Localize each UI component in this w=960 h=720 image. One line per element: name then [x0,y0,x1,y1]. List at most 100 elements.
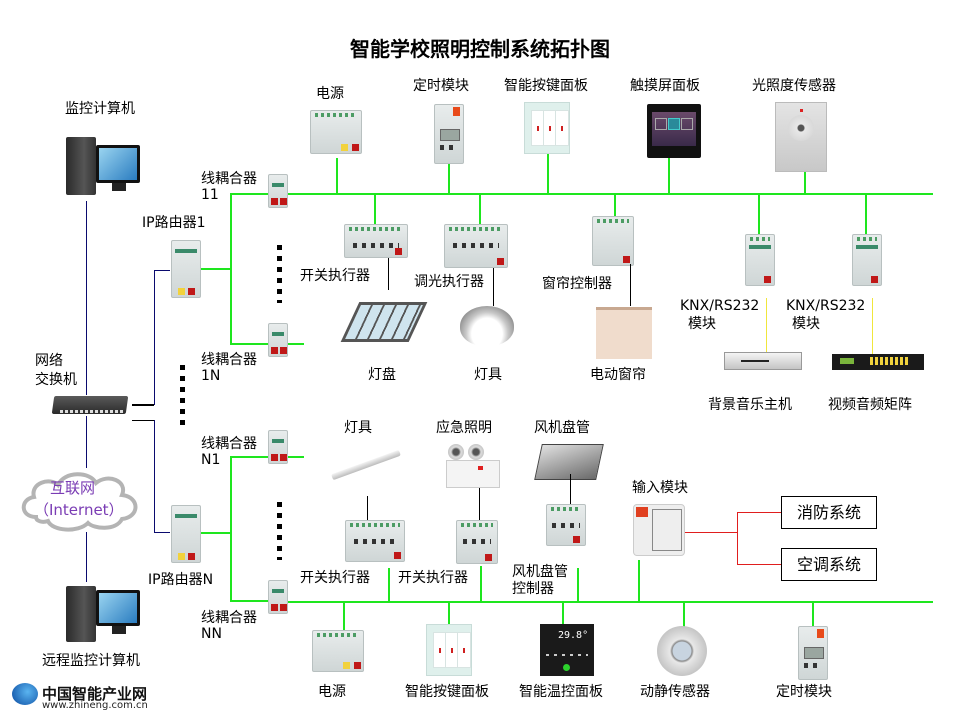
knx-backbone-n [230,456,232,601]
ip-router-1-label: IP路由器1 [142,215,206,231]
coupler-nn-device [268,580,288,614]
downlight-label: 灯具 [474,367,502,383]
touch-panel-device [647,104,701,158]
fan-coil-icon [534,444,604,480]
dimming-actuator-label: 调光执行器 [414,274,484,290]
fan-coil-label: 风机盘管 [534,420,590,436]
curtain-controller-device [592,216,634,266]
rs232-line-b [872,298,873,354]
logo-name: 中国智能产业网 [42,685,148,703]
router-ellipsis [180,365,185,425]
ip-router-1-device [171,240,201,298]
input-module-label: 输入模块 [632,480,688,496]
dry-contact-line [685,532,737,533]
av-matrix-label: 视频音频矩阵 [828,397,912,413]
network-switch-label-line1: 网络 [35,353,63,369]
ethernet-line-router1 [154,270,155,405]
bg-music-host-label: 背景音乐主机 [708,397,792,413]
fan-coil-controller-label: 风机盘管 控制器 [512,564,568,598]
motor-curtain-label: 电动窗帘 [590,367,646,383]
thermostat-panel-label: 智能温控面板 [519,684,603,700]
av-matrix-icon [832,354,924,370]
bg-music-host-icon [724,352,802,370]
dimming-actuator-device [444,224,508,268]
coupler-1n-label: 线耦合器 1N [201,352,257,384]
coupler-11-label: 线耦合器 11 [201,171,257,203]
fan-coil-controller-label-line1: 风机盘管 [512,564,568,580]
smart-key-panel-device-1 [524,102,570,154]
motion-sensor-device [657,626,707,676]
coupler-nn-id: NN [201,626,222,642]
ethernet-line-remote [86,532,87,582]
emergency-light-label: 应急照明 [436,420,492,436]
thermostat-panel-device: 29.8° [540,624,594,676]
ac-system-box: 空调系统 [781,548,877,581]
coupler-1n-device [268,323,288,357]
tube-lamp-icon [331,449,401,481]
knx-bus-line-nn [288,601,933,603]
fan-coil-controller-label-line2: 控制器 [512,581,554,597]
remote-pc-icon [66,582,144,644]
ip-router-n-label: IP路由器N [148,572,214,588]
motor-curtain-icon [596,307,652,359]
coupler-ellipsis-1 [277,245,282,303]
coupler-11-device [268,174,288,208]
coupler-11-name: 线耦合器 [201,171,257,187]
monitor-pc-label: 监控计算机 [65,101,135,117]
ethernet-line-monitor [86,201,87,395]
timer-module-device-1 [434,104,464,164]
thermostat-display: 29.8° [558,630,589,641]
smart-key-panel-label-1: 智能按键面板 [504,78,588,94]
switch-port-n [132,420,154,421]
coupler-n1-name: 线耦合器 [201,436,257,452]
lux-sensor-device [775,102,827,172]
knx-rs232-label-b: KNX/RS232 [786,298,866,314]
coupler-1n-name: 线耦合器 [201,352,257,368]
zhineng-logo-icon [12,683,38,705]
touch-panel-label: 触摸屏面板 [630,78,700,94]
network-switch-label-line2: 交换机 [35,372,77,388]
motion-sensor-label: 动静传感器 [640,684,710,700]
internet-cloud-icon [21,472,138,532]
remote-pc-label: 远程监控计算机 [42,653,140,669]
logo-url: www.zhineng.com.cn [42,700,148,711]
monitor-pc-icon [66,133,144,195]
switch-actuator-label-n-b: 开关执行器 [398,570,468,586]
ethernet-line-routern [154,420,155,532]
switch-actuator-device-n-b [456,520,498,564]
coupler-11-id: 11 [201,187,219,203]
downlight-icon [460,306,514,346]
curtain-controller-label: 窗帘控制器 [542,276,612,292]
switch-actuator-label-1: 开关执行器 [300,268,370,284]
power-supply-device-2 [312,630,364,672]
power-supply-device-1 [310,110,362,154]
coupler-1n-id: 1N [201,368,221,384]
knx-rs232-sub-a: 模块 [688,316,716,332]
switch-port-1 [132,404,154,406]
smart-key-panel-label-2: 智能按键面板 [405,684,489,700]
knx-rs232-device-b [852,234,882,286]
internet-label-en: （Internet） [34,501,124,519]
ip-router-n-device [171,505,201,563]
rs232-line-a [766,298,767,352]
knx-rs232-sub-b: 模块 [792,316,820,332]
fan-coil-controller-device [546,504,586,546]
coupler-nn-name: 线耦合器 [201,610,257,626]
timer-label-1: 定时模块 [413,78,469,94]
internet-label: 互联网 [50,479,96,497]
coupler-nn-label: 线耦合器 NN [201,610,257,642]
diagram-title: 智能学校照明控制系统拓扑图 [350,37,610,61]
coupler-n1-id: N1 [201,452,221,468]
timer-label-2: 定时模块 [776,684,832,700]
timer-module-device-2 [798,626,828,680]
switch-actuator-label-n-a: 开关执行器 [300,570,370,586]
network-switch-label: 网络 交换机 [35,352,77,390]
ethernet-line-internet [86,416,87,468]
knx-rs232-label-a: KNX/RS232 [680,298,760,314]
power-label-1: 电源 [316,86,344,102]
power-label-2: 电源 [318,684,346,700]
lamp-label-n: 灯具 [344,420,372,436]
switch-actuator-device-1 [344,224,408,258]
knx-backbone-1 [230,193,232,343]
coupler-n1-label: 线耦合器 N1 [201,436,257,468]
